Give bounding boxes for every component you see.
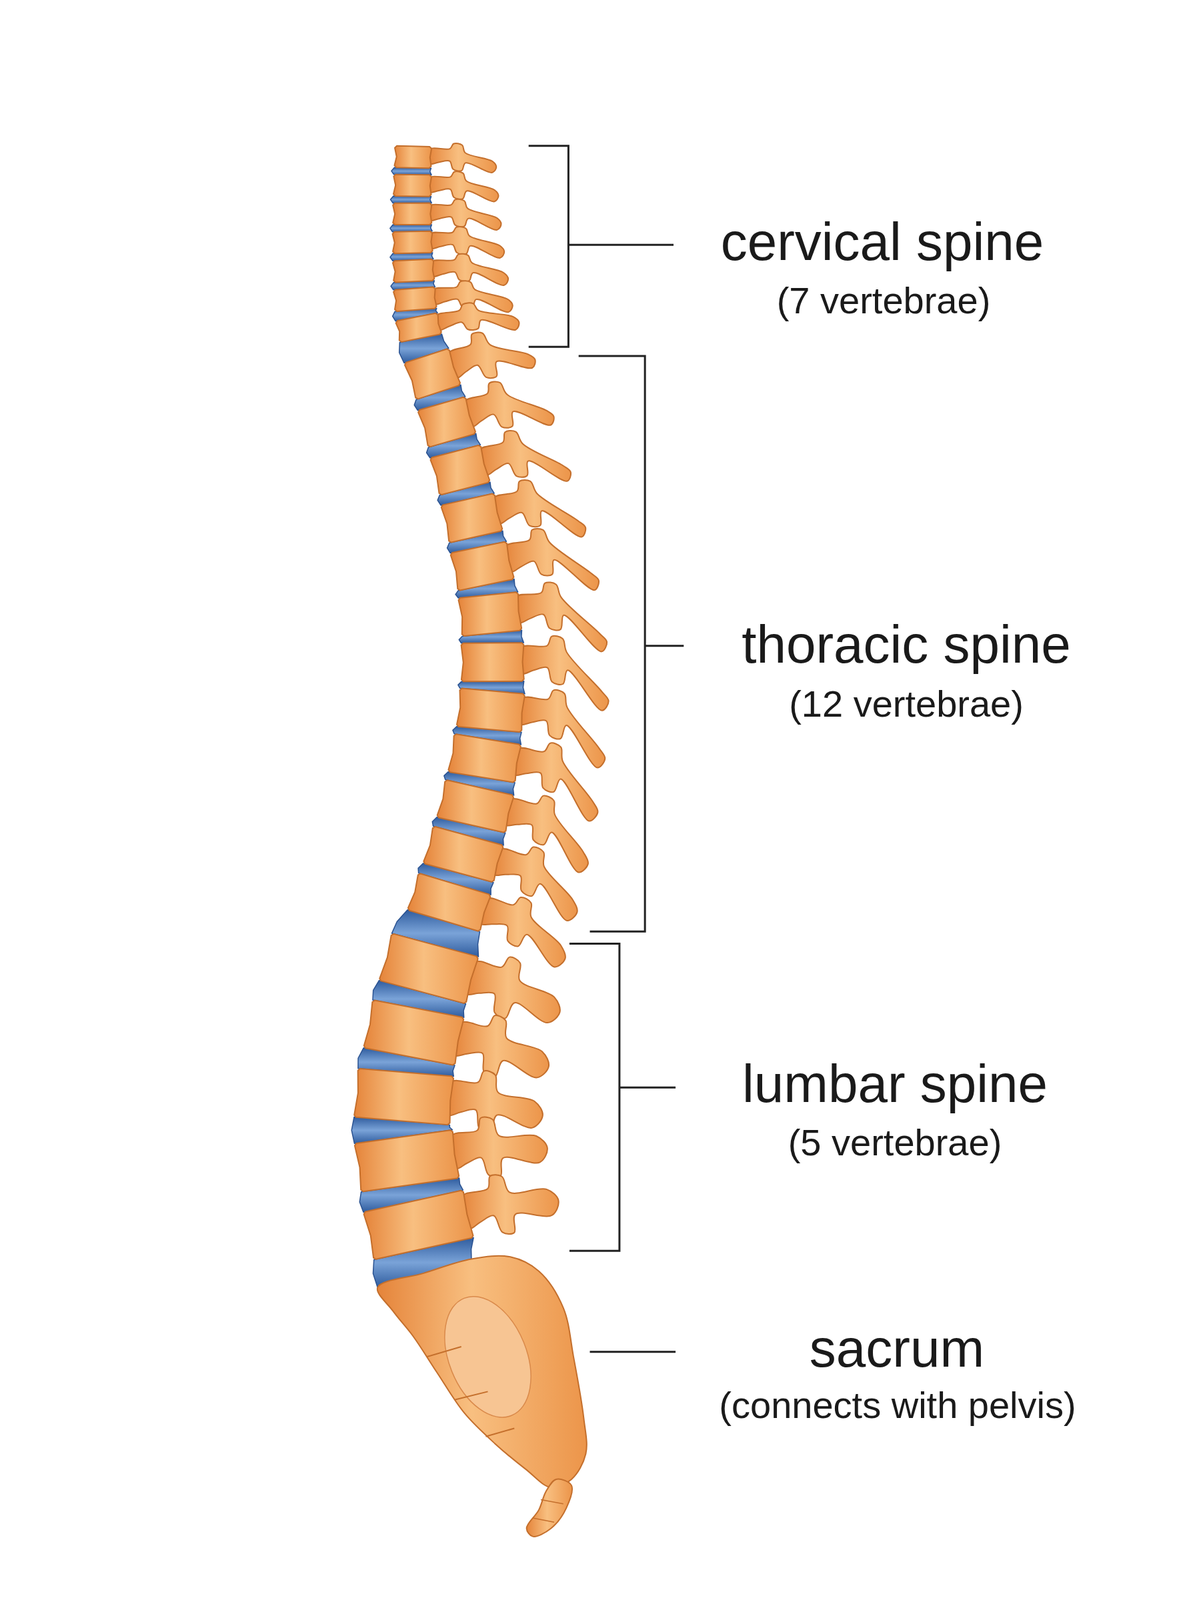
sacral-segment-line	[426, 1347, 462, 1358]
region-label: sacrum	[809, 1318, 985, 1380]
vertebral-body	[392, 231, 433, 254]
region-bracket	[569, 944, 620, 1252]
spinous-process	[427, 171, 499, 202]
vertebral-body	[354, 1130, 459, 1192]
sacral-segment-line	[485, 1428, 515, 1437]
region-brackets	[528, 146, 685, 1353]
vertebral-body	[418, 397, 476, 447]
region-label: lumbar spine	[742, 1053, 1048, 1115]
spinous-process	[449, 1117, 548, 1178]
vertebral-body	[392, 203, 432, 225]
coccyx-segment-line	[532, 1518, 555, 1523]
vertebral-body	[448, 734, 521, 783]
vertebral-body	[461, 642, 525, 682]
region-bracket	[528, 146, 569, 347]
vertebral-body	[423, 826, 503, 883]
vertebral-body	[441, 494, 503, 543]
vertebral-body	[379, 934, 478, 1004]
region-label: thoracic spine	[741, 614, 1071, 676]
auricular-surface	[428, 1284, 548, 1432]
vertebral-body	[392, 259, 435, 283]
sacrum-bone	[377, 1256, 587, 1489]
leader-line	[590, 1351, 677, 1354]
region-note: (7 vertebrae)	[776, 279, 991, 323]
intervertebral-discs	[351, 167, 525, 1288]
vertebral-body	[396, 313, 442, 343]
spinous-process	[464, 382, 555, 429]
vertebral-body	[450, 542, 515, 591]
spinous-process	[428, 199, 502, 231]
vertebral-body	[437, 780, 514, 833]
spinous-process	[435, 302, 520, 331]
spinous-process	[428, 226, 505, 259]
spinous-process	[479, 897, 566, 968]
leader-line	[619, 1086, 676, 1089]
vertebral-body	[364, 1000, 464, 1066]
vertebral-body	[393, 174, 432, 197]
spinous-process	[504, 528, 599, 591]
region-note: (connects with pelvis)	[718, 1384, 1076, 1428]
vertebral-body	[408, 873, 491, 931]
vertebral-body	[404, 348, 461, 399]
vertebral-body	[394, 146, 432, 169]
vertebral-body	[393, 286, 437, 311]
spinous-process	[427, 143, 497, 173]
vertebral-body	[458, 592, 523, 637]
leader-line	[568, 244, 674, 247]
spinous-process	[453, 1015, 549, 1078]
vertebral-bodies	[354, 146, 525, 1260]
vertebral-body	[364, 1190, 474, 1260]
coccyx-bone	[526, 1479, 573, 1538]
spinous-process	[478, 430, 571, 482]
region-label: cervical spine	[720, 211, 1045, 273]
sacral-segment-line	[455, 1391, 489, 1400]
coccyx-segment-line	[540, 1500, 564, 1505]
spinous-process	[465, 957, 561, 1024]
vertebral-body	[354, 1068, 454, 1125]
vertebral-body	[430, 445, 491, 495]
sacrum-illustration	[377, 1256, 587, 1538]
spinous-process	[447, 332, 535, 379]
leader-line	[644, 644, 684, 647]
spinous-process	[430, 254, 509, 286]
region-bracket	[578, 356, 645, 932]
spinous-process	[461, 1174, 559, 1235]
region-note: (12 vertebrae)	[788, 682, 1024, 726]
region-note: (5 vertebrae)	[788, 1121, 1003, 1165]
vertebral-body	[456, 688, 525, 733]
vertebral-processes	[427, 143, 609, 1235]
